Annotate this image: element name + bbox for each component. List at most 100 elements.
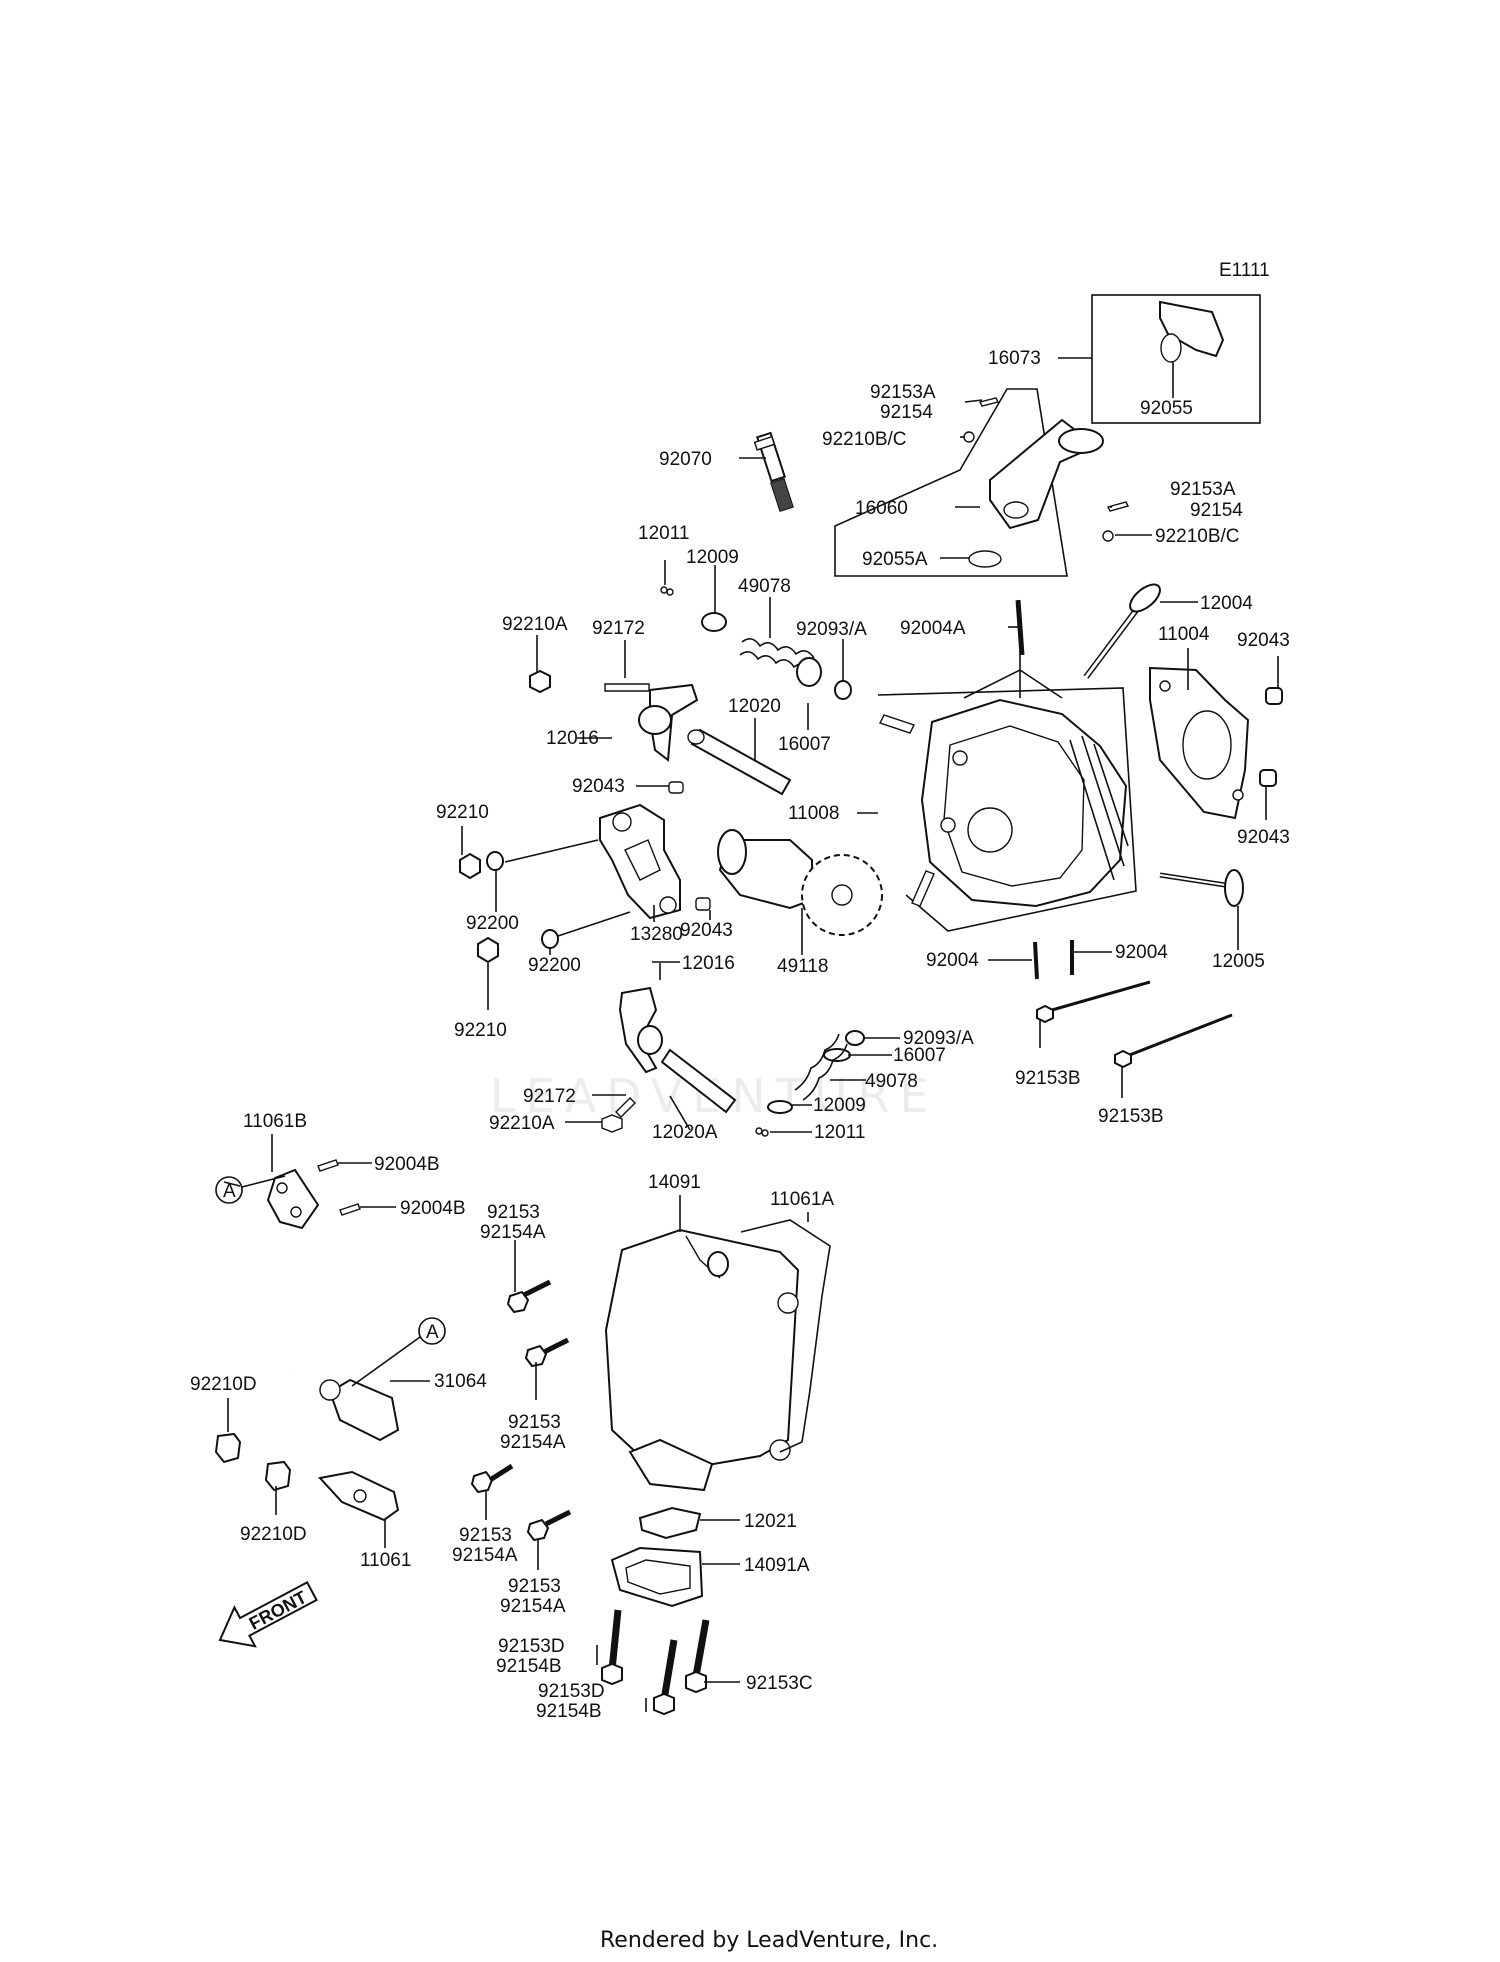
part-label: 92153A [870, 382, 936, 403]
nut-part [1102, 530, 1114, 542]
part-label: 12011 [638, 523, 689, 544]
cover-bolt-part [524, 1337, 570, 1368]
part-label: 92154A [500, 1596, 566, 1617]
part-label: 92093/A [796, 619, 867, 640]
part-label: 92070 [659, 449, 712, 470]
exhaust-valve-part [1083, 583, 1161, 679]
intake-pipe-part [989, 418, 1104, 530]
valve-spring-part [794, 1033, 848, 1101]
nut-part [477, 936, 499, 964]
part-label: 11061B [243, 1111, 307, 1132]
valve-keeper-part [761, 1129, 769, 1137]
intake-gasket-part [968, 550, 1002, 568]
cover-bolt-part [526, 1509, 572, 1542]
rocker-shaft-part [687, 728, 792, 796]
valve-guide-part [911, 870, 935, 907]
breather-cover-part [610, 1546, 704, 1608]
rocker-shaft-part [660, 1048, 737, 1114]
leader-lines [223, 357, 1279, 1712]
long-bolt-part [685, 1619, 710, 1694]
part-label: 92004B [400, 1198, 466, 1219]
valve-seal-part [834, 680, 852, 700]
dowel-pin-part [668, 781, 684, 794]
part-label: 12004 [1200, 593, 1253, 614]
part-label: 12020A [652, 1122, 718, 1143]
spring-seat-part [823, 1048, 851, 1062]
part-label: 14091A [744, 1555, 810, 1576]
part-label: 92043 [680, 920, 733, 941]
long-bolt-part [1036, 980, 1151, 1024]
part-label: 92004 [1115, 942, 1168, 963]
part-label: 92154A [500, 1432, 566, 1453]
cap-part [214, 1432, 242, 1464]
adjusting-screw-part [604, 683, 650, 692]
valve-guide-part [879, 714, 915, 734]
part-label: 92200 [466, 913, 519, 934]
gasket-part [318, 1470, 400, 1522]
spring-retainer-part [767, 1100, 793, 1114]
insulator-part [1159, 300, 1225, 363]
svg-text:A: A [426, 1322, 439, 1343]
nut-part [459, 852, 481, 880]
washer-part [541, 929, 559, 949]
reference-marker-a: A [215, 1175, 286, 1204]
part-label: 92172 [523, 1086, 576, 1107]
part-label: 12021 [744, 1511, 797, 1532]
dowel-pin-part [1259, 769, 1277, 787]
rocker-holder-part [599, 803, 681, 920]
part-label: 92043 [1237, 827, 1290, 848]
part-label: 92172 [592, 618, 645, 639]
stud-part [317, 1159, 339, 1172]
part-label: 92200 [528, 955, 581, 976]
part-label: 12016 [682, 953, 735, 974]
part-label: 16073 [988, 348, 1041, 369]
part-label: 12009 [813, 1095, 866, 1116]
long-bolt-part [601, 1609, 623, 1686]
part-label: 13280 [630, 924, 683, 945]
dowel-pin-part [1265, 687, 1283, 705]
part-label: 92153D [538, 1681, 605, 1702]
part-label: 12016 [546, 728, 599, 749]
part-label: 14091 [648, 1172, 701, 1193]
part-label: 92210A [502, 614, 568, 635]
long-bolt-part [653, 1639, 678, 1716]
intake-pipe-group-box [834, 388, 1068, 577]
cover-bolt-part [506, 1279, 552, 1314]
cover-plate-part [266, 1168, 320, 1230]
part-label: 92004B [374, 1154, 440, 1175]
part-label: 49078 [738, 576, 791, 597]
washer-part [486, 851, 504, 871]
part-label: 92055A [862, 549, 928, 570]
part-label: 92210B/C [1155, 526, 1240, 547]
part-label: 92153B [1098, 1106, 1164, 1127]
part-label: 92154B [496, 1656, 562, 1677]
rocker-arm-part [618, 986, 663, 1074]
part-label: 92154B [536, 1701, 602, 1722]
part-label: 92153 [508, 1412, 561, 1433]
part-label: 31064 [434, 1371, 487, 1392]
part-label: 11061A [770, 1189, 834, 1210]
part-label: 92210A [489, 1113, 555, 1134]
intake-valve-part [1159, 869, 1244, 907]
cover-gasket-part [740, 1219, 831, 1453]
long-bolt-part [1114, 1013, 1233, 1069]
diagram-code: E1111 [1219, 260, 1270, 281]
part-labels: 16073 92055 92153A 92154 92210B/C 92070 … [190, 348, 1290, 1722]
dowel-pin-part [695, 897, 711, 911]
part-label: 92004A [900, 618, 966, 639]
svg-text:A: A [223, 1181, 236, 1202]
part-label: 92043 [1237, 630, 1290, 651]
cylinder-head-group-box [877, 687, 1137, 932]
front-label: FRONT [246, 1587, 310, 1634]
adjusting-screw-part [615, 1097, 636, 1118]
part-label: 92210D [190, 1374, 257, 1395]
part-label: 49078 [865, 1071, 918, 1092]
rocker-arm-part [638, 683, 699, 762]
part-label: 92210 [454, 1020, 507, 1041]
part-label: 16060 [855, 498, 908, 519]
stud-part [1033, 941, 1039, 980]
camshaft-part [717, 829, 883, 936]
stud-part [339, 1203, 361, 1216]
part-label: 12020 [728, 696, 781, 717]
